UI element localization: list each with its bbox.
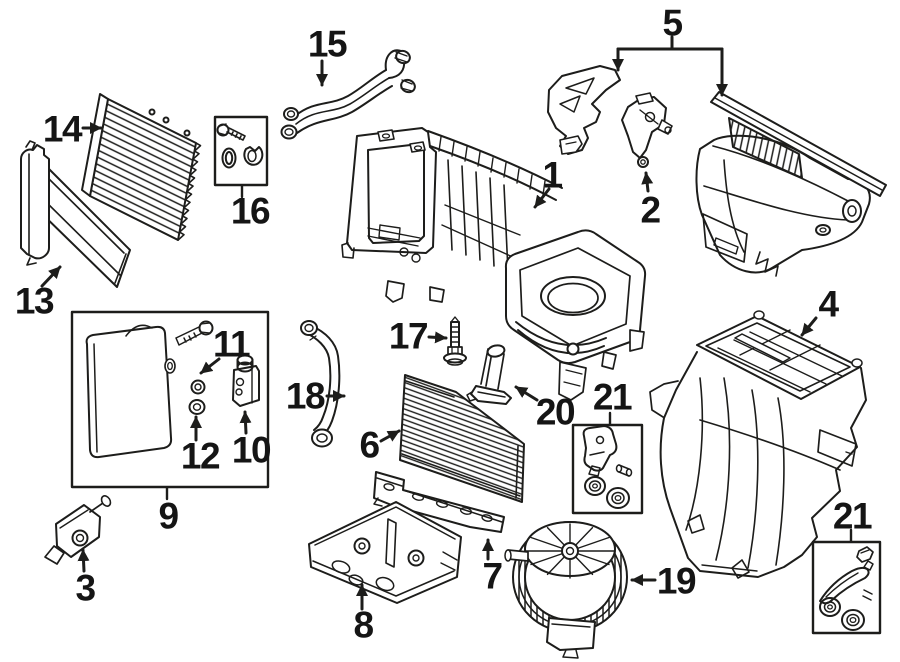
callout-6-arrow — [379, 429, 401, 443]
callout-13-arrow — [40, 265, 62, 288]
callout-20: 20 — [535, 391, 576, 433]
callout-16: 16 — [230, 190, 271, 232]
part-4-distribution-housing-drawing — [649, 310, 867, 579]
callout-15: 15 — [307, 23, 348, 65]
callout-4: 4 — [818, 283, 839, 325]
callout-5: 5 — [662, 2, 683, 44]
callout-1-arrow — [533, 187, 551, 209]
group-box-21-middle — [571, 411, 644, 515]
callout-6: 6 — [359, 424, 380, 466]
part-14-evaporator-core-drawing — [81, 93, 202, 241]
part-20-sensor-drawing — [466, 344, 512, 405]
callout-17: 17 — [388, 315, 429, 357]
callout-9: 9 — [158, 495, 179, 537]
callout-10: 10 — [231, 429, 272, 471]
part-5-bracket-drawing — [547, 65, 621, 155]
group-box-16 — [213, 115, 269, 199]
part-1-evaporator-housing-drawing — [341, 127, 647, 401]
part-8-cover-panel-drawing — [308, 501, 462, 604]
part-2-actuator-drawing — [621, 92, 673, 168]
callout-11: 11 — [212, 323, 251, 365]
part-7-bracket-rail-drawing — [373, 471, 505, 533]
part-15-heater-hose-drawing — [280, 49, 416, 140]
callout-17-arrow — [427, 331, 448, 344]
callout-12: 12 — [180, 435, 221, 477]
callout-10-arrow — [239, 410, 252, 435]
callout-14: 14 — [42, 108, 83, 150]
callout-7: 7 — [482, 555, 503, 597]
callout-4-arrow — [800, 316, 818, 337]
callout-8: 8 — [353, 604, 374, 646]
group-box-21-bottom — [811, 528, 882, 635]
callout-18: 18 — [285, 375, 326, 417]
group-box-9 — [70, 310, 270, 501]
part-3-actuator-drawing — [44, 495, 112, 565]
callout-11-arrow — [199, 357, 221, 375]
part-17-bolt-drawing — [443, 316, 467, 366]
callout-13: 13 — [14, 280, 55, 322]
callout-19: 19 — [656, 560, 697, 602]
callout-arrows — [40, 35, 818, 611]
callout-3: 3 — [75, 567, 96, 609]
callout-2-arrow — [641, 171, 654, 193]
callout-21-bottom: 21 — [832, 495, 873, 537]
part-5-intake-cover-drawing — [695, 91, 887, 277]
callout-2: 2 — [640, 189, 661, 231]
callout-5-arrow — [612, 35, 728, 97]
part-6-cabin-filter-drawing — [399, 374, 525, 503]
callout-21-middle: 21 — [592, 376, 633, 418]
callout-20-arrow — [514, 385, 539, 402]
part-13-heater-core-drawing — [20, 140, 131, 288]
callout-1: 1 — [542, 154, 563, 196]
part-19-blower-motor-drawing — [504, 521, 628, 659]
callout-3-arrow — [77, 548, 90, 573]
part-18-pipe-drawing — [300, 320, 341, 448]
